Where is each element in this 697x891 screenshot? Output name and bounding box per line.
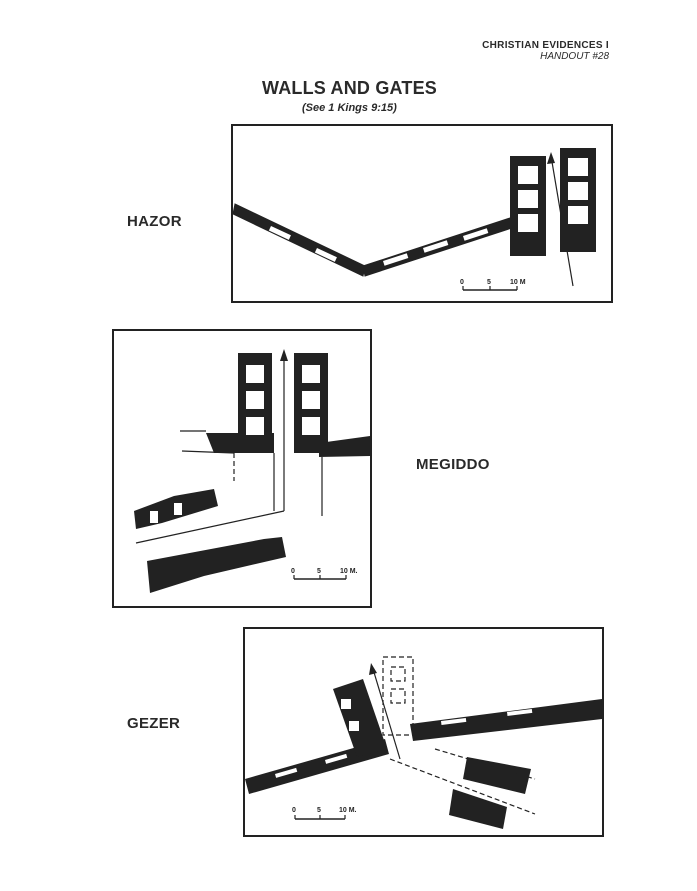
gezer-scale-bar: 0 5 10 M. <box>292 807 357 820</box>
megiddo-drawing: 0 5 10 M. <box>134 349 370 593</box>
gezer-scale-5: 5 <box>317 807 321 814</box>
page-title: WALLS AND GATES <box>262 78 437 98</box>
page-subtitle: (See 1 Kings 9:15) <box>302 102 397 114</box>
hazor-plan: 0 5 10 M <box>231 124 613 303</box>
hazor-scale-5: 5 <box>487 279 491 286</box>
hazor-scale-10: 10 M <box>510 279 526 286</box>
hazor-scale-0: 0 <box>460 279 464 286</box>
gezer-drawing: 0 5 10 M. <box>245 656 602 829</box>
course-title: CHRISTIAN EVIDENCES I <box>482 40 609 51</box>
megiddo-plan: 0 5 10 M. <box>112 329 372 608</box>
hazor-drawing: 0 5 10 M <box>233 148 596 291</box>
megiddo-scale-10: 10 M. <box>340 568 358 575</box>
gezer-plan: 0 5 10 M. <box>243 627 604 837</box>
page-header: CHRISTIAN EVIDENCES I HANDOUT #28 <box>482 40 609 62</box>
gezer-scale-10: 10 M. <box>339 807 357 814</box>
hazor-scale-bar: 0 5 10 M <box>460 279 526 291</box>
megiddo-scale-0: 0 <box>291 568 295 575</box>
megiddo-scale-bar: 0 5 10 M. <box>291 568 358 580</box>
site-label-megiddo: MEGIDDO <box>416 456 490 473</box>
site-label-gezer: GEZER <box>127 715 181 732</box>
handout-number: HANDOUT #28 <box>540 51 609 62</box>
site-label-hazor: HAZOR <box>127 213 182 230</box>
megiddo-scale-5: 5 <box>317 568 321 575</box>
gezer-scale-0: 0 <box>292 807 296 814</box>
